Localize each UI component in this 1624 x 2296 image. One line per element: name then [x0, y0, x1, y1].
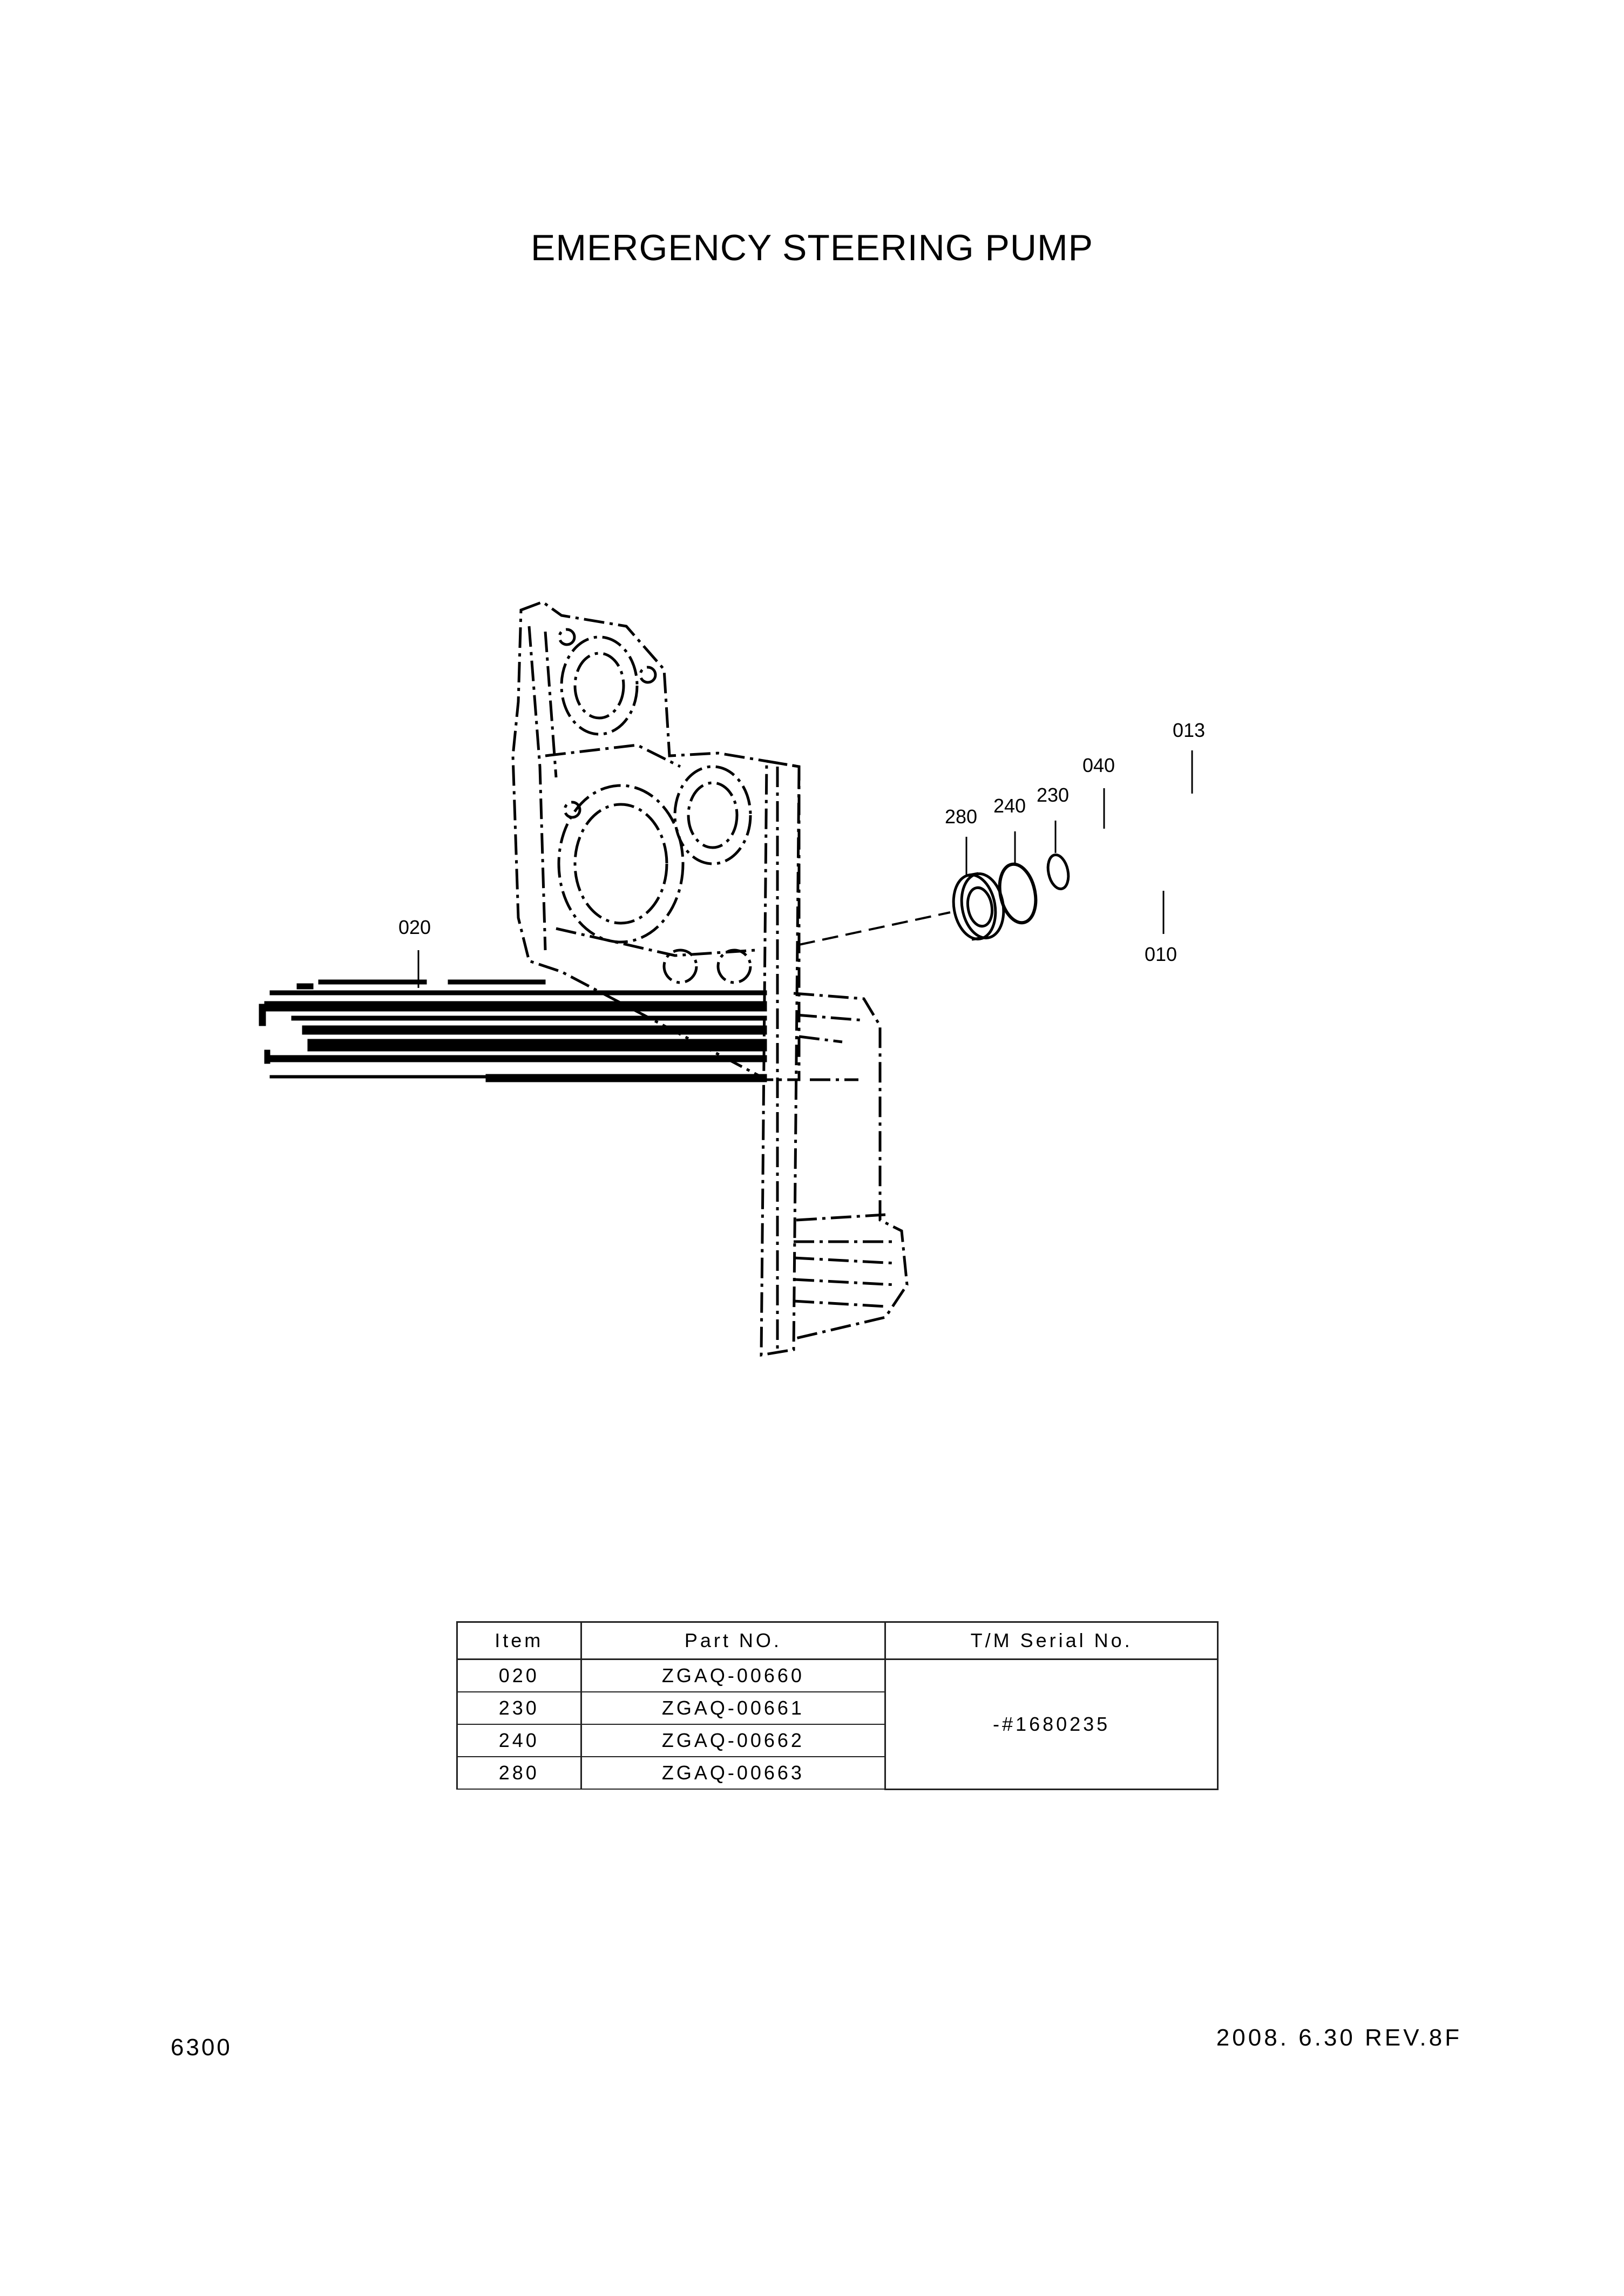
page-number: 6300	[171, 2034, 232, 2061]
table-row: 280 ZGAQ-00663	[456, 1756, 1218, 1790]
header-serial: T/M Serial No.	[884, 1621, 1219, 1660]
revision-date: 2008. 6.30 REV.8F	[1216, 2024, 1462, 2051]
shaft-assembly	[259, 979, 767, 1082]
callout-230: 230	[1037, 784, 1069, 806]
callout-013: 013	[1173, 719, 1205, 741]
row-item: 240	[456, 1724, 582, 1757]
row-item: 280	[456, 1756, 582, 1790]
table-row: 020 ZGAQ-00660 -#1680235	[456, 1658, 1219, 1790]
leader-lines	[417, 750, 1193, 988]
snap-ring-230	[1046, 853, 1070, 891]
callout-010: 010	[1145, 943, 1177, 965]
page-title: EMERGENCY STEERING PUMP	[531, 227, 1093, 268]
serial-range: -#1680235	[884, 1658, 1219, 1790]
table-row: 230 ZGAQ-00661	[456, 1691, 1218, 1725]
row-part-no: ZGAQ-00660	[580, 1658, 887, 1692]
callout-020: 020	[398, 916, 431, 938]
header-item: Item	[456, 1621, 582, 1660]
callout-040: 040	[1082, 754, 1115, 776]
snap-ring-240	[998, 862, 1038, 925]
row-part-no: ZGAQ-00662	[580, 1724, 887, 1757]
row-item: 020	[456, 1658, 582, 1692]
housing-flange	[760, 760, 909, 1357]
parts-table-header: Item Part NO. T/M Serial No.	[456, 1621, 1219, 1660]
parts-table: Item Part NO. T/M Serial No. 020 ZGAQ-00…	[456, 1621, 1219, 1790]
callout-240: 240	[993, 795, 1026, 817]
row-item: 230	[456, 1691, 582, 1725]
row-part-no: ZGAQ-00661	[580, 1691, 887, 1725]
table-row: 240 ZGAQ-00662	[456, 1724, 1218, 1757]
callout-280: 280	[945, 805, 977, 828]
housing-cover	[511, 600, 801, 1081]
assembly-centerline	[799, 911, 951, 946]
header-part-no: Part NO.	[580, 1621, 887, 1660]
row-part-no: ZGAQ-00663	[580, 1756, 887, 1790]
